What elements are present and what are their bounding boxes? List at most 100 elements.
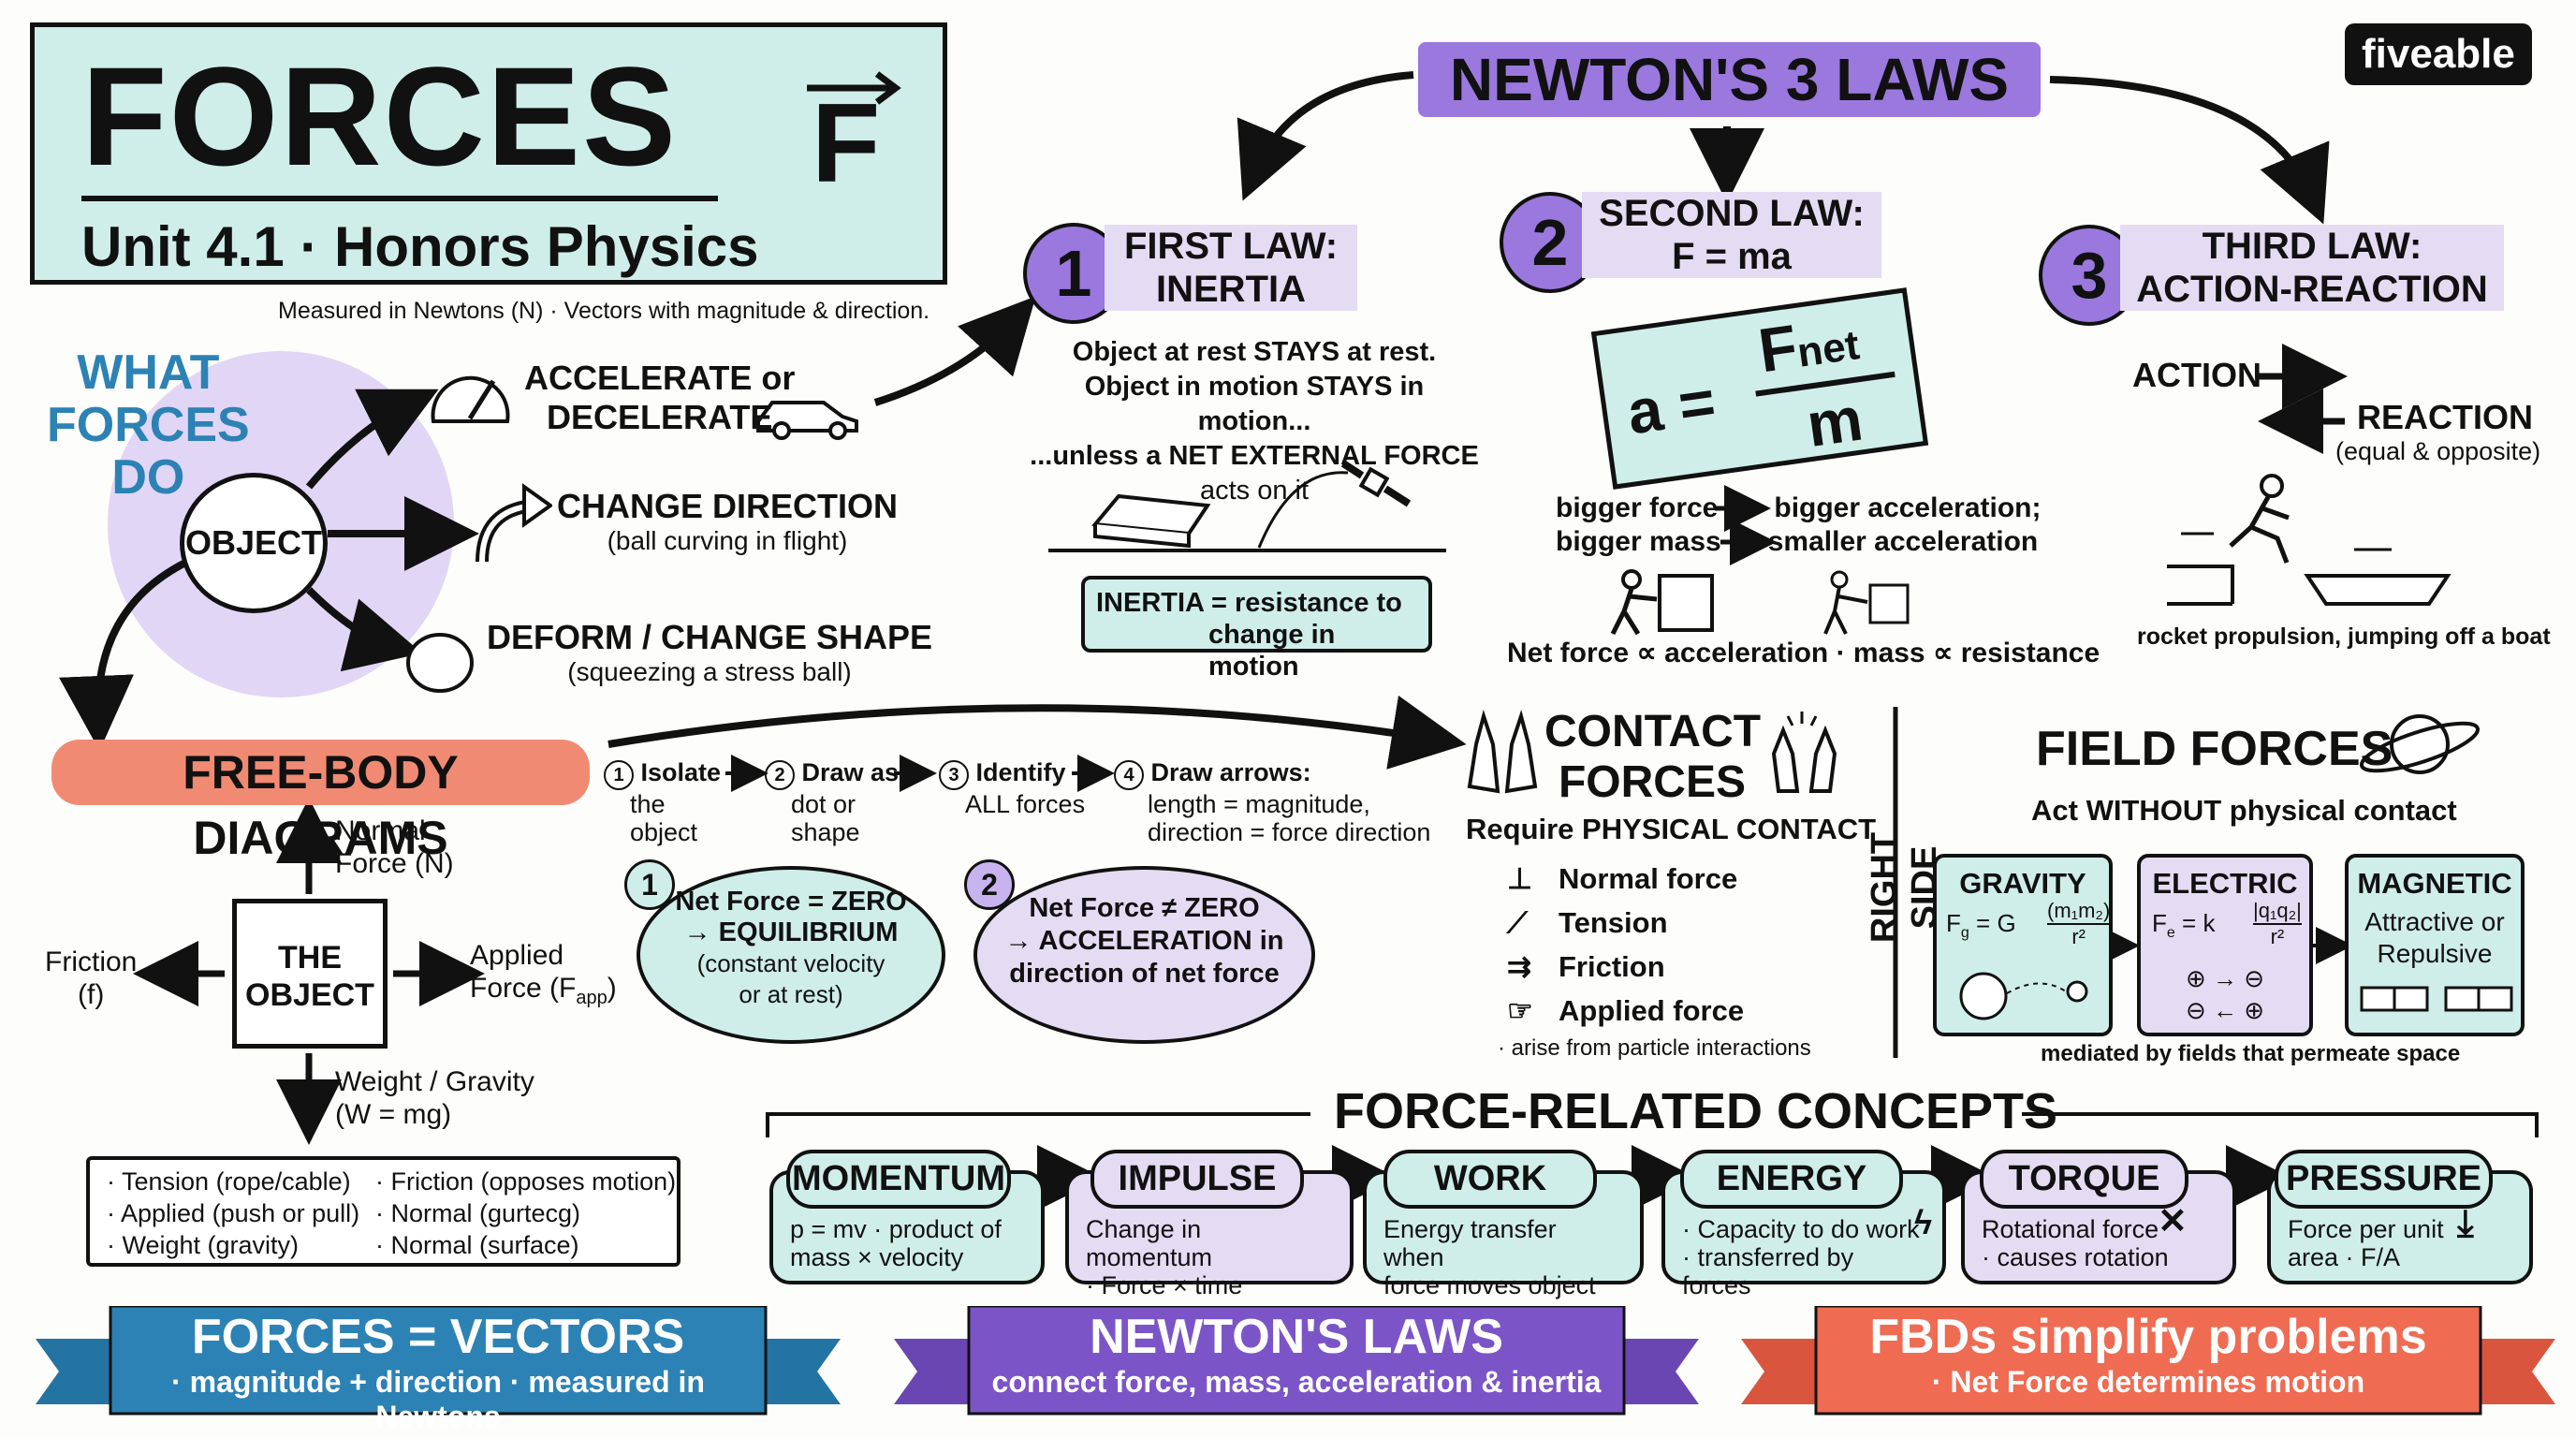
heading-line-2: FORCES (47, 398, 250, 452)
formula-f: F (1754, 311, 1802, 386)
second-law-formula: a = Fnet m (1590, 287, 1929, 490)
contact-force-list: ⊥Normal force ⟋Tension ⇉Friction ☞Applie… (1507, 857, 1744, 1033)
brand-logo[interactable]: fiveable (2345, 23, 2532, 85)
effect-direction: CHANGE DIRECTION (ball curving in flight… (557, 487, 898, 556)
energy-desc-2: · transferred by forces (1682, 1243, 1854, 1299)
inertia-callout: INERTIA = resistance to change in motion (1081, 576, 1432, 682)
gravity-f: F (1946, 909, 1961, 937)
formula-m: m (1802, 383, 1867, 460)
first-law-text-1: Object at rest STAYS at rest. (1072, 337, 1437, 367)
bubble2-number: 2 (964, 859, 1015, 910)
bubble1-line4: or at rest) (739, 980, 843, 1008)
fbd-list-1: · Tension (rope/cable) (107, 1167, 351, 1196)
contact-normal: ⊥Normal force (1507, 857, 1744, 901)
field-caption: mediated by fields that permeate space (2041, 1041, 2461, 1066)
car-icon (756, 401, 858, 440)
title-underline (81, 196, 718, 201)
object-circle: OBJECT (180, 473, 328, 613)
heading-line-1: WHAT (77, 345, 220, 400)
friction-icon: ⇉ (1507, 950, 1531, 983)
banner-3-text: FBDs simplify problems · Net Force deter… (1816, 1309, 2481, 1400)
third-law-title-line2: ACTION-REACTION (2136, 269, 2488, 310)
fbd-applied: Applied Force (Fapp) (470, 939, 617, 1015)
magnets-icon (2360, 986, 2513, 1012)
wrench-icon: ✕ (2158, 1202, 2188, 1241)
gravity-formula: Fg = G (1946, 909, 2016, 942)
step-4-b: length = magnitude, (1148, 790, 1370, 818)
electric-frac-den: r² (2270, 925, 2285, 948)
torque-desc-2: · causes rotation (1982, 1243, 2169, 1271)
banner-1-sub: · magnitude + direction · measured in Ne… (171, 1365, 705, 1433)
gravity-frac-den: r² (2071, 925, 2086, 948)
banner-1-text: FORCES = VECTORS · magnitude + direction… (110, 1309, 766, 1434)
fbd-list-2: · Applied (push or pull) (107, 1199, 360, 1227)
third-law-title-line1: THIRD LAW: (2202, 226, 2422, 267)
effect-deform-line1: DEFORM / CHANGE SHAPE (487, 618, 933, 656)
contact-item-tension: Tension (1559, 906, 1668, 939)
fbd-step-3: 3 Identify ALL forces (939, 758, 1098, 818)
banner-2-sub: connect force, mass, acceleration & iner… (991, 1365, 1602, 1399)
step-4-c: direction = force direction (1148, 818, 1431, 846)
contact-item-friction: Friction (1559, 950, 1665, 983)
electric-f: F (2152, 909, 2167, 937)
electric-eq: = k (2182, 909, 2216, 937)
effect-accelerate-line1: ACCELERATE or (524, 359, 796, 397)
step-3-b: ALL forces (965, 790, 1086, 818)
electric-title: ELECTRIC (2152, 867, 2298, 900)
second-law-caption: Net force ∝ acceleration · mass ∝ resist… (1507, 638, 2100, 668)
fbd-list-col1: · Tension (rope/cable) · Applied (push o… (107, 1166, 359, 1261)
pressure-down-arrow-icon: ⤓ (2457, 1203, 2474, 1244)
contact-friction: ⇉ Friction (1507, 945, 1744, 989)
fbd-step-2: 2 Draw as dot or shape (765, 758, 924, 846)
applied-force-icon: ☞ (1507, 994, 1533, 1027)
fbd-object-line1: THE (278, 940, 342, 976)
jumper-boat-icon (2167, 474, 2452, 606)
first-law-text-3: ...unless a NET EXTERNAL FORCE (1030, 441, 1479, 471)
contact-note: · arise from particle interactions (1498, 1035, 1811, 1061)
magnetic-text: Attractive or Repulsive (2349, 906, 2521, 970)
fbd-list-3: · Weight (gravity) (107, 1231, 300, 1259)
magnetic-line2: Repulsive (2377, 939, 2493, 968)
banner-3-title: FBDs simplify problems (1869, 1310, 2427, 1364)
formula-numerator: Fnet (1754, 301, 1863, 386)
magnetic-box: MAGNETIC Attractive or Repulsive (2345, 854, 2525, 1036)
planet-icon (2359, 714, 2481, 774)
contact-title-line1: CONTACT (1544, 707, 1762, 756)
lightning-icon: ϟ (1914, 1203, 1933, 1241)
fbd-normal: Normal Force (N) (335, 814, 454, 880)
energy-desc-1: · Capacity to do work (1682, 1215, 1920, 1243)
fbd-list-6: · Normal (surface) (375, 1231, 579, 1259)
fbd-weight-line2: (W = mg) (335, 1099, 452, 1130)
bubble2-line1: Net Force ≠ ZERO (1029, 893, 1260, 923)
bubble1-line3: (constant velocity (696, 949, 886, 977)
heading-line-3: DO (111, 450, 185, 505)
electric-frac-num: |q₁q₂| (2253, 899, 2302, 925)
second-law-title: SECOND LAW: F = ma (1582, 192, 1881, 278)
bubble1-line1: Net Force = ZERO (675, 887, 907, 917)
second-law-title-line2: F = ma (1672, 236, 1792, 277)
effect-accelerate-line2: DECELERATE (546, 398, 773, 436)
gravity-frac-num: (m₁m₂) (2047, 899, 2111, 925)
gravity-title: GRAVITY (1959, 867, 2086, 900)
second-law-title-line1: SECOND LAW: (1599, 193, 1865, 234)
third-law-action: ACTION (2132, 356, 2261, 394)
step-1-num: 1 (604, 760, 634, 790)
bigger-force: bigger force (1556, 492, 1719, 523)
fbd-list-5: · Normal (gurtecg) (375, 1199, 581, 1227)
field-forces-sub: Act WITHOUT physical contact (2031, 794, 2457, 827)
step-2-num: 2 (765, 760, 795, 790)
banner-1-shape (36, 1306, 841, 1416)
electric-formula: Fe = k (2152, 909, 2215, 942)
bubble2-line2: → ACCELERATION in (1004, 926, 1284, 956)
fbd-applied-line1: Applied (470, 940, 564, 971)
praying-hands-icon (1467, 710, 1538, 794)
contact-applied: ☞Applied force (1507, 989, 1744, 1033)
work-desc-1: Energy transfer when (1383, 1215, 1557, 1271)
gravity-box: GRAVITY Fg = G (m₁m₂) r² (1933, 854, 2113, 1036)
first-law-text-4: acts on it (1199, 476, 1310, 506)
third-law-caption: rocket propulsion, jumping off a boat (2137, 624, 2551, 650)
push-box-icon (1610, 569, 1714, 636)
title-note: Measured in Newtons (N) · Vectors with m… (278, 298, 930, 324)
step-4-num: 4 (1114, 760, 1144, 790)
